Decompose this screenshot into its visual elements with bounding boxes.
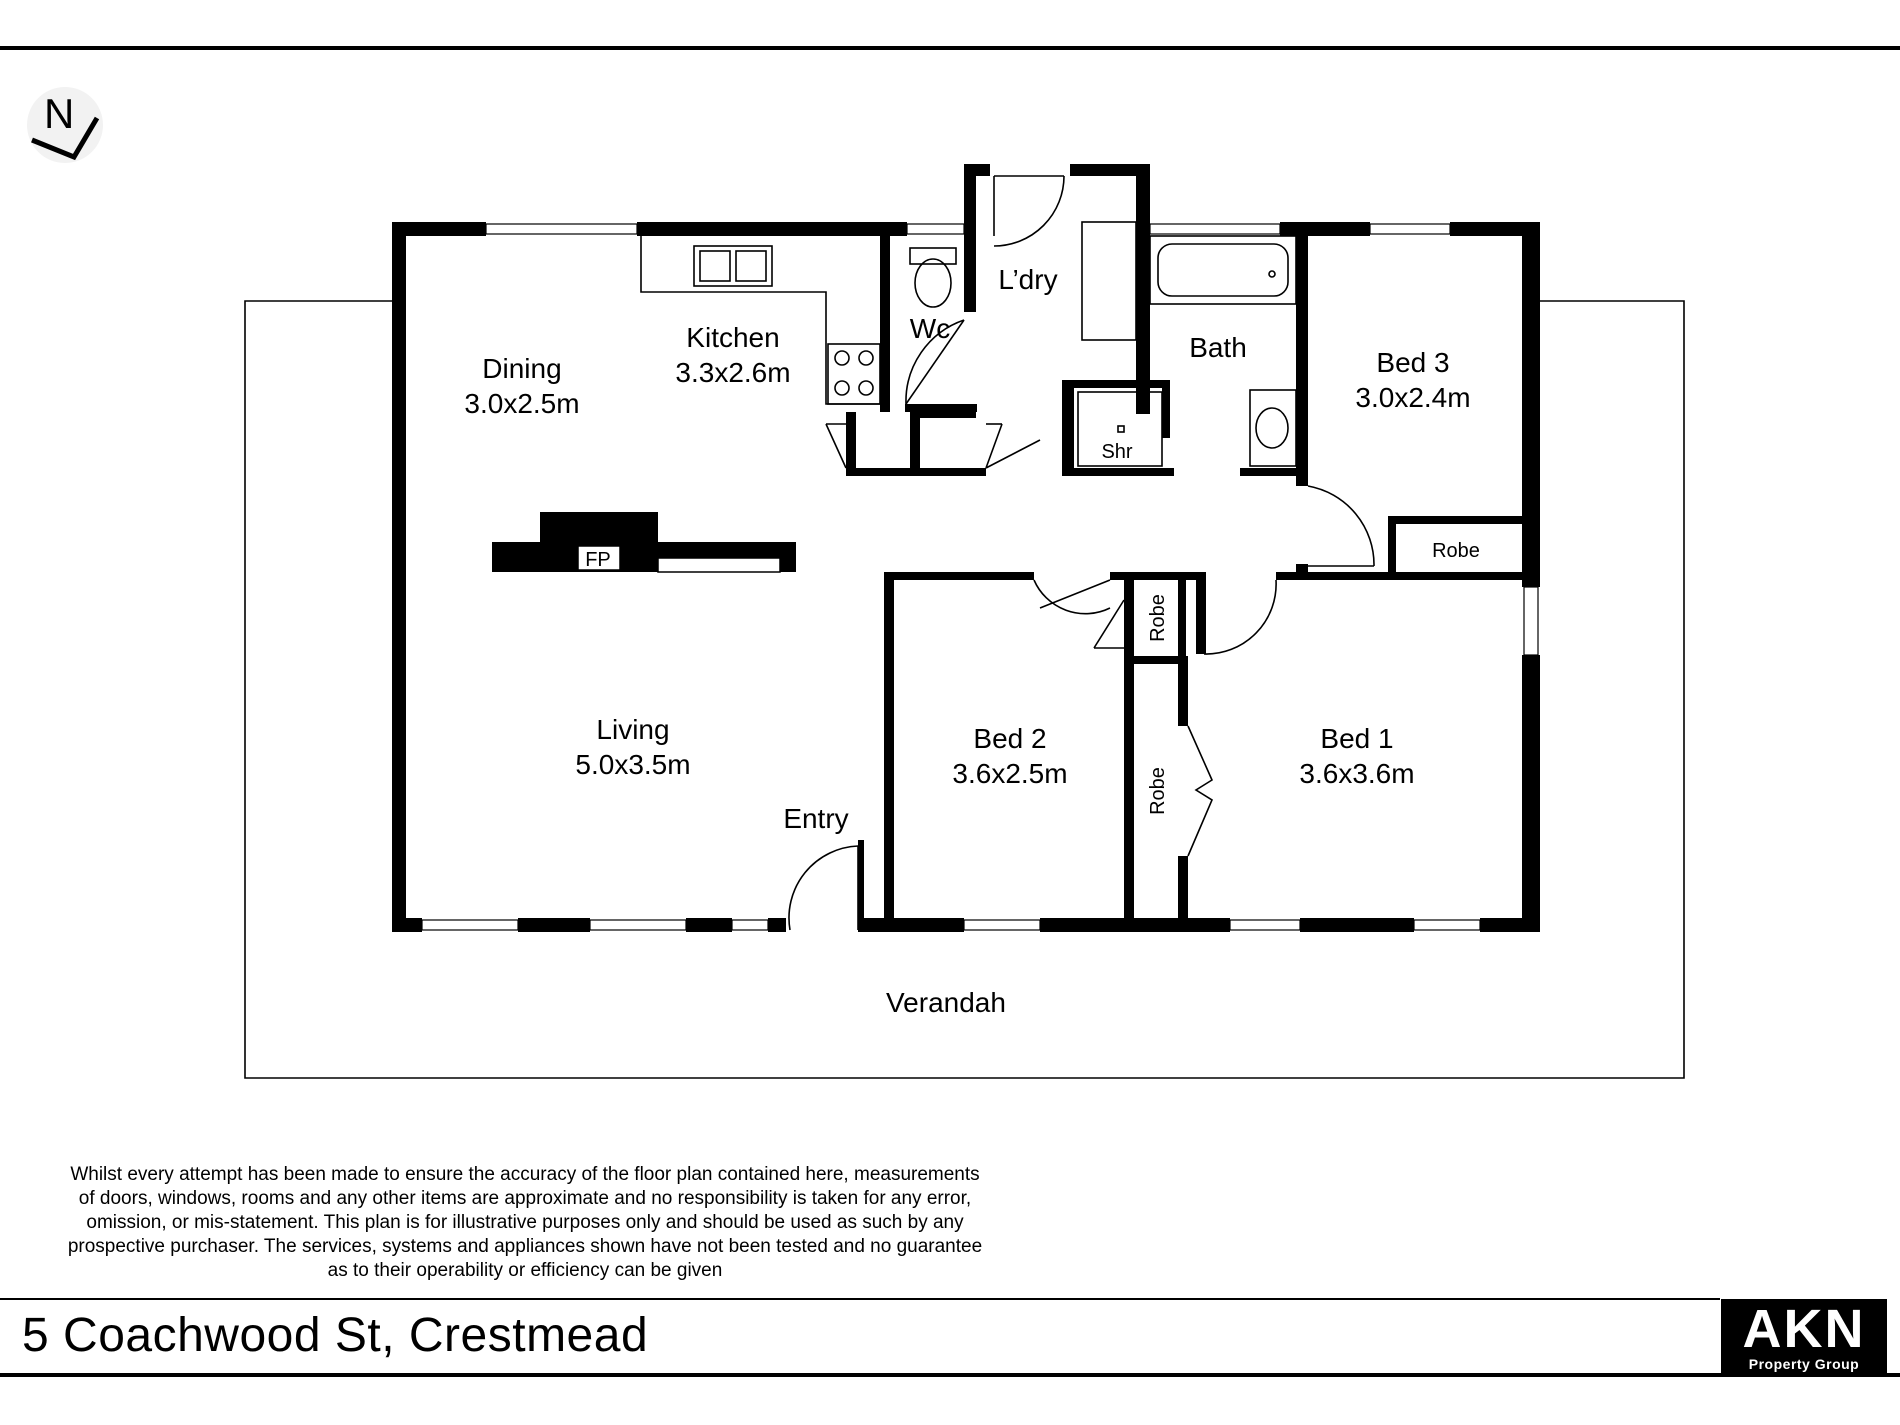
bed3-size: 3.0x2.4m: [1355, 382, 1470, 413]
verandah-label: Verandah: [886, 987, 1006, 1018]
bed1-size: 3.6x3.6m: [1299, 758, 1414, 789]
logo-main-text: AKN: [1742, 1299, 1866, 1359]
windows: [421, 223, 1539, 931]
logo-sub-text: Property Group: [1748, 1356, 1860, 1372]
bed2-size: 3.6x2.5m: [952, 758, 1067, 789]
bed3-robe-label: Robe: [1432, 540, 1480, 562]
dining-label: Dining: [482, 353, 561, 384]
bed2-label: Bed 2: [973, 723, 1046, 754]
kitchen-label: Kitchen: [686, 322, 779, 353]
shower-label: Shr: [1101, 441, 1132, 463]
top-rule: [0, 46, 1900, 50]
footer-rule-top: [0, 1298, 1720, 1300]
bed3-label: Bed 3: [1376, 347, 1449, 378]
compass-label: N: [44, 90, 74, 137]
footer-rule-bottom: [0, 1373, 1900, 1377]
verandah-outline: [244, 300, 1685, 1079]
dining-size: 3.0x2.5m: [464, 388, 579, 419]
fireplace-label: FP: [585, 549, 611, 571]
toilet-icon: [909, 247, 957, 308]
kitchen-size: 3.3x2.6m: [675, 357, 790, 388]
akn-logo: AKN Property Group: [1721, 1299, 1887, 1377]
living-size: 5.0x3.5m: [575, 749, 690, 780]
shower-icon: [1077, 391, 1163, 467]
exterior-walls: [392, 164, 1540, 932]
robe-upper-label: Robe: [1147, 594, 1169, 642]
north-compass-icon: N: [27, 87, 103, 163]
kitchen-fittings: [640, 236, 1003, 469]
interior-walls: [492, 222, 1540, 932]
bath-icon: [1149, 235, 1297, 467]
disclaimer-text: Whilst every attempt has been made to en…: [67, 1164, 983, 1281]
room-labels: Dining 3.0x2.5m Kitchen 3.3x2.6m Wc L’dr…: [464, 264, 1479, 1018]
bed1-label: Bed 1: [1320, 723, 1393, 754]
wc-label: Wc: [910, 313, 950, 344]
living-label: Living: [596, 714, 669, 745]
bath-label: Bath: [1189, 332, 1247, 363]
robe-lower-label: Robe: [1147, 767, 1169, 815]
entry-label: Entry: [783, 803, 848, 834]
laundry-fittings: [993, 176, 1137, 341]
property-address: 5 Coachwood St, Crestmead: [22, 1309, 649, 1362]
laundry-label: L’dry: [998, 264, 1057, 295]
doors: [788, 175, 1375, 931]
